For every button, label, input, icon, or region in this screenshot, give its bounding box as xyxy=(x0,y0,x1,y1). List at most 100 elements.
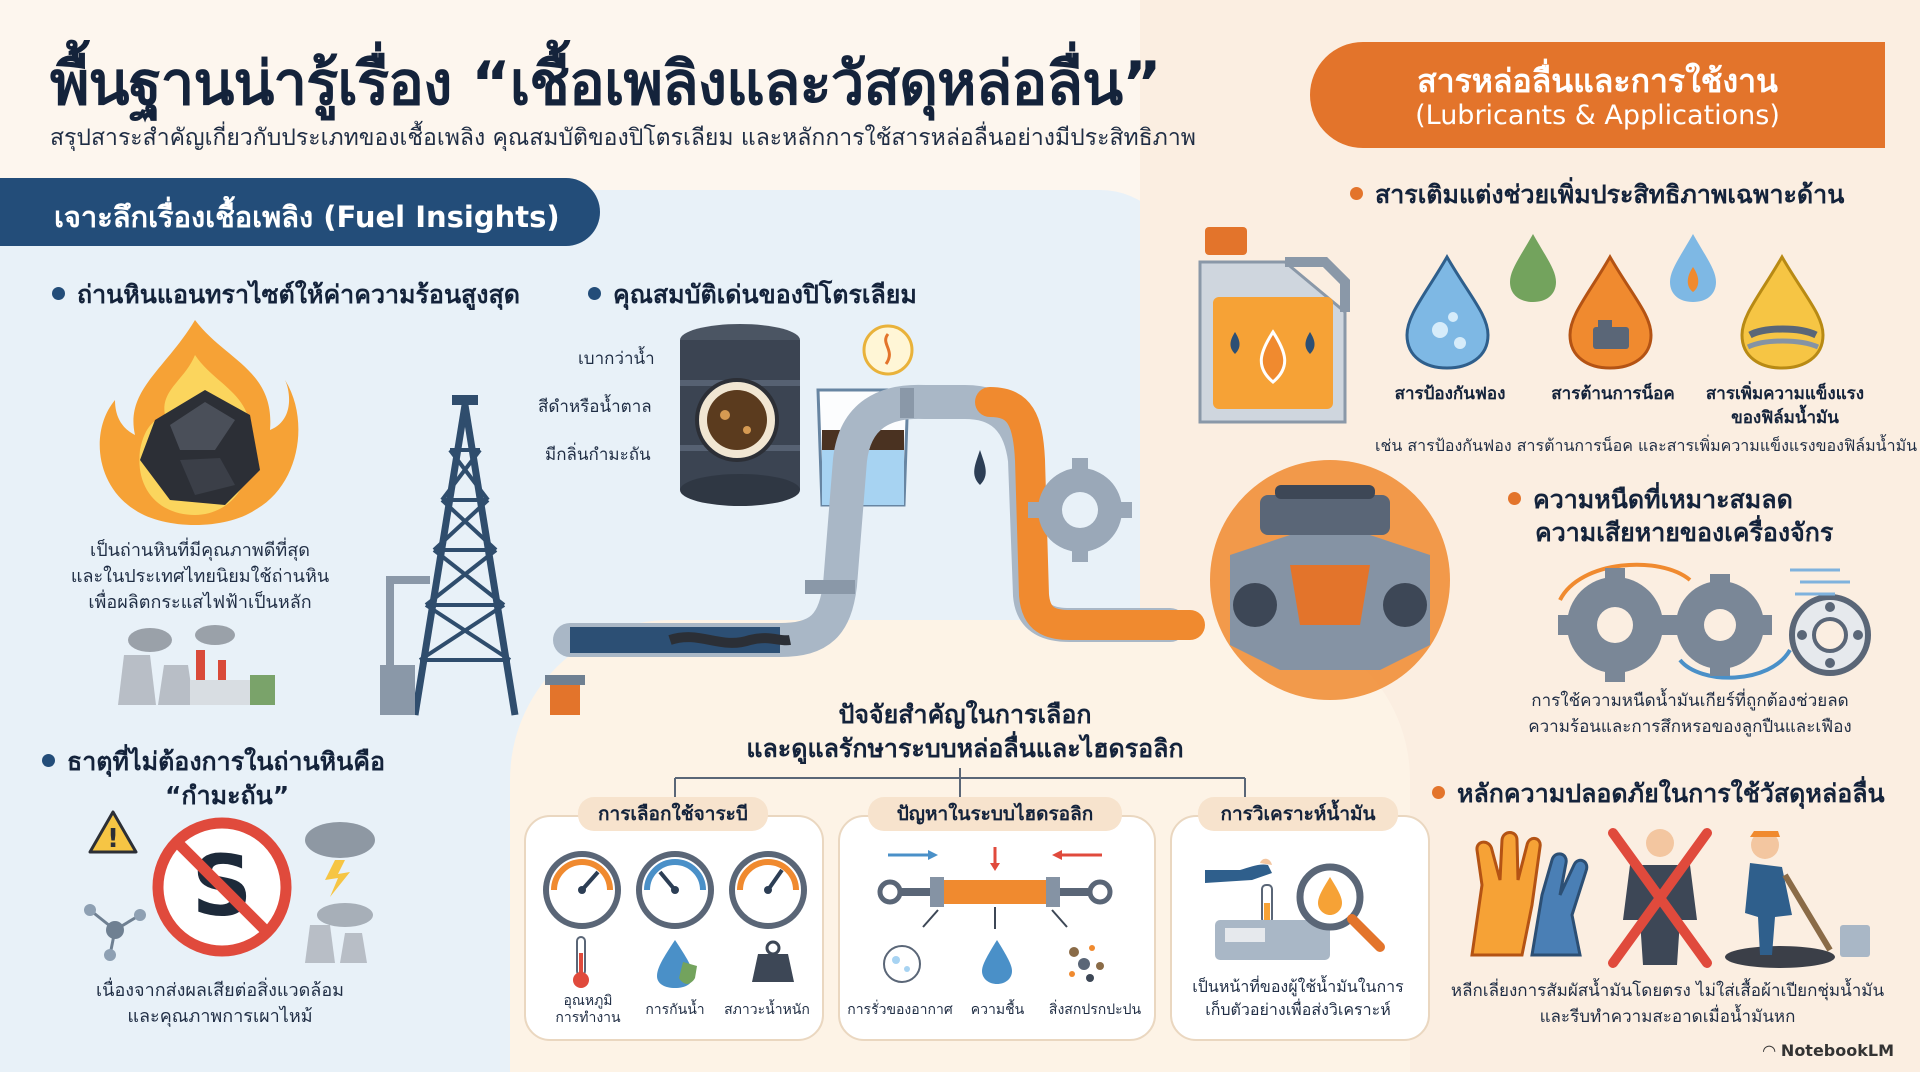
sulfur-heading-line1: ธาตุที่ไม่ต้องการในถ่านหินคือ xyxy=(67,747,385,776)
grease-factor-water: การกันน้ำ xyxy=(645,1002,705,1018)
anti-knock-drop-icon xyxy=(1568,254,1653,370)
anthracite-heading: ถ่านหินแอนทราไซต์ให้ค่าความร้อนสูงสุด xyxy=(52,275,520,315)
oil-analysis-card-title: การวิเคราะห์น้ำมัน xyxy=(1198,797,1398,831)
viscosity-description: การใช้ความหนืดน้ำมันเกียร์ที่ถูกต้องช่วย… xyxy=(1505,688,1875,740)
oil-analysis-description: เป็นหน้าที่ของผู้ใช้น้ำมันในการ เก็บตัวอ… xyxy=(1175,975,1421,1021)
cleaning-spill-icon xyxy=(1725,831,1870,968)
hydraulic-problem-contaminants: สิ่งสกปรกปะปน xyxy=(1048,1002,1142,1018)
molecule-icon xyxy=(84,904,146,961)
anthracite-text-line1: เป็นถ่านหินที่มีคุณภาพดีที่สุด xyxy=(90,540,310,561)
flame-drop-icon xyxy=(1670,234,1716,302)
anthracite-heading-text: ถ่านหินแอนทราไซต์ให้ค่าความร้อนสูงสุด xyxy=(77,280,520,309)
additive-label-1: สารป้องกันฟอง xyxy=(1394,384,1506,404)
anthracite-text-line3: เพื่อผลิตกระแสไฟฟ้าเป็นหลัก xyxy=(88,592,312,613)
viscosity-heading-line1: ความหนืดที่เหมาะสมลด xyxy=(1533,485,1793,514)
no-wet-clothes-icon xyxy=(1608,828,1712,968)
air-bubbles-icon xyxy=(883,945,921,983)
hydraulic-card-title: ปัญหาในระบบไฮดรอลิก xyxy=(868,797,1122,831)
petroleum-property-2: สีดำหรือน้ำตาล xyxy=(538,397,652,417)
pressure-gauges-icon xyxy=(543,851,807,929)
storm-pollution-icon xyxy=(305,822,375,963)
additives-heading: สารเติมแต่งช่วยเพิ่มประสิทธิภาพเฉพาะด้าน xyxy=(1350,175,1844,215)
sulfur-text-line2: และคุณภาพการเผาไหม้ xyxy=(127,1006,313,1027)
sulfur-description: เนื่องจากส่งผลเสียต่อสิ่งแวดล้อม และคุณภ… xyxy=(60,978,380,1030)
oil-analysis-text-line2: เก็บตัวอย่างเพื่อส่งวิเคราะห์ xyxy=(1205,1000,1391,1019)
grease-factor-temperature: อุณหภูมิ การทำงาน xyxy=(548,993,628,1027)
film-strength-drop-icon xyxy=(1740,254,1825,370)
petroleum-property-3: มีกลิ่นกำมะถัน xyxy=(545,445,651,465)
smell-bubble-icon xyxy=(862,324,914,376)
grease-factor-1-line2: การทำงาน xyxy=(555,1010,621,1026)
fuel-insights-banner: เจาะลึกเรื่องเชื้อเพลิง (Fuel Insights) xyxy=(0,178,600,246)
notebook-icon: ◠ xyxy=(1763,1041,1781,1060)
pipeline-diagram xyxy=(553,384,1205,657)
burning-coal-icon xyxy=(99,320,299,525)
fuel-banner-label: เจาะลึกเรื่องเชื้อเพลิง (Fuel Insights) xyxy=(54,200,560,234)
no-sulfur-icon: S xyxy=(152,817,292,957)
additives-note: เช่น สารป้องกันฟอง สารต้านการน็อค และสาร… xyxy=(1375,436,1918,455)
additive-label-3-line2: ของฟิล์มน้ำมัน xyxy=(1731,408,1839,428)
grease-factor-load: สภาวะน้ำหนัก xyxy=(724,1002,810,1018)
safety-text-line1: หลีกเลี่ยงการสัมผัสน้ำมันโดยตรง ไม่ใส่เส… xyxy=(1450,981,1885,1001)
contaminants-icon xyxy=(1069,945,1104,982)
petroleum-property-1: เบากว่าน้ำ xyxy=(578,349,655,369)
hydraulic-problem-air: การรั่วของอากาศ xyxy=(847,1002,953,1018)
petroleum-heading: คุณสมบัติเด่นของปิโตรเลียม xyxy=(588,275,917,315)
bullet-dot xyxy=(1432,785,1445,799)
water-shield-drop-icon xyxy=(657,940,697,988)
safety-text-line2: และรีบทำความสะอาดเมื่อน้ำมันหก xyxy=(1539,1007,1796,1027)
warning-mark: ! xyxy=(107,824,119,854)
bullet-dot xyxy=(42,753,55,767)
viscosity-text-line1: การใช้ความหนืดน้ำมันเกียร์ที่ถูกต้องช่วย… xyxy=(1531,691,1849,711)
viscosity-heading: ความหนืดที่เหมาะสมลด xyxy=(1508,480,1793,520)
lub-banner-line2: (Lubricants & Applications) xyxy=(1415,100,1780,131)
viscosity-text-line2: ความร้อนและการสึกหรอของลูกปืนและเฟือง xyxy=(1528,717,1852,737)
factors-title-line2: และดูแลรักษาระบบหล่อลื่นและไฮดรอลิก xyxy=(746,734,1184,763)
warning-icon: ! xyxy=(88,810,138,854)
oil-derrick-icon xyxy=(380,395,585,716)
grease-card-title: การเลือกใช้จาระบี xyxy=(578,797,768,831)
sulfur-heading-line2: “กำมะถัน” xyxy=(165,781,290,810)
brand-label: NotebookLM xyxy=(1780,1041,1894,1060)
oil-analysis-text-line1: เป็นหน้าที่ของผู้ใช้น้ำมันในการ xyxy=(1192,977,1404,996)
power-plant-icon xyxy=(118,625,275,705)
bullet-dot xyxy=(1350,186,1363,200)
hydraulic-cylinder-icon xyxy=(877,847,1113,929)
bullet-dot xyxy=(52,286,65,300)
hydraulic-problems-card xyxy=(838,815,1156,1041)
grease-factor-1-line1: อุณหภูมิ xyxy=(563,993,613,1009)
factors-title-line1: ปัจจัยสำคัญในการเลือก xyxy=(838,700,1092,729)
page-title: พื้นฐานน่ารู้เรื่อง “เชื้อเพลิงและวัสดุห… xyxy=(50,49,1162,119)
oil-barrel-icon xyxy=(680,324,800,506)
lub-banner-line1: สารหล่อลื่นและการใช้งาน xyxy=(1417,62,1778,100)
engine-icon xyxy=(1210,460,1450,700)
safety-description: หลีกเลี่ยงการสัมผัสน้ำมันโดยตรง ไม่ใส่เส… xyxy=(1440,978,1895,1030)
safety-heading-text: หลักความปลอดภัยในการใช้วัสดุหล่อลื่น xyxy=(1457,779,1885,808)
gears-bearing-icon xyxy=(1558,562,1871,682)
anthracite-text-line2: และในประเทศไทยนิยมใช้ถ่านหิน xyxy=(70,566,330,587)
sulfur-heading: ธาตุที่ไม่ต้องการในถ่านหินคือ xyxy=(42,742,385,782)
anthracite-description: เป็นถ่านหินที่มีคุณภาพดีที่สุด และในประเ… xyxy=(55,538,345,616)
anti-foam-drop-icon xyxy=(1405,254,1490,370)
gloves-icon xyxy=(1470,831,1589,957)
additive-label-3: สารเพิ่มความแข็งแรง ของฟิล์มน้ำมัน xyxy=(1695,382,1875,430)
additive-label-3-line1: สารเพิ่มความแข็งแรง xyxy=(1705,384,1865,404)
oil-analysis-icon xyxy=(1205,858,1385,960)
safety-heading: หลักความปลอดภัยในการใช้วัสดุหล่อลื่น xyxy=(1432,774,1885,814)
brand-mark: ◠ NotebookLM xyxy=(1763,1041,1894,1060)
viscosity-heading-line2: ความเสียหายของเครื่องจักร xyxy=(1535,518,1834,547)
oil-jug-icon xyxy=(1198,227,1350,424)
weight-icon xyxy=(752,940,794,982)
bullet-dot xyxy=(588,286,601,300)
additives-heading-text: สารเติมแต่งช่วยเพิ่มประสิทธิภาพเฉพาะด้าน xyxy=(1375,180,1845,209)
bullet-dot xyxy=(1508,491,1521,505)
sulfur-text-line1: เนื่องจากส่งผลเสียต่อสิ่งแวดล้อม xyxy=(95,980,345,1001)
hydraulic-problem-moisture: ความชื้น xyxy=(970,1002,1025,1018)
green-drop-icon xyxy=(1510,234,1556,302)
thermometer-icon xyxy=(573,936,589,988)
lubricants-banner: สารหล่อลื่นและการใช้งาน (Lubricants & Ap… xyxy=(1310,42,1885,148)
petroleum-heading-text: คุณสมบัติเด่นของปิโตรเลียม xyxy=(613,280,917,309)
factors-title: ปัจจัยสำคัญในการเลือก และดูแลรักษาระบบหล… xyxy=(650,698,1280,766)
moisture-drop-icon xyxy=(982,940,1012,984)
page-subtitle: สรุปสาระสำคัญเกี่ยวกับประเภทของเชื้อเพลิ… xyxy=(50,125,1196,151)
